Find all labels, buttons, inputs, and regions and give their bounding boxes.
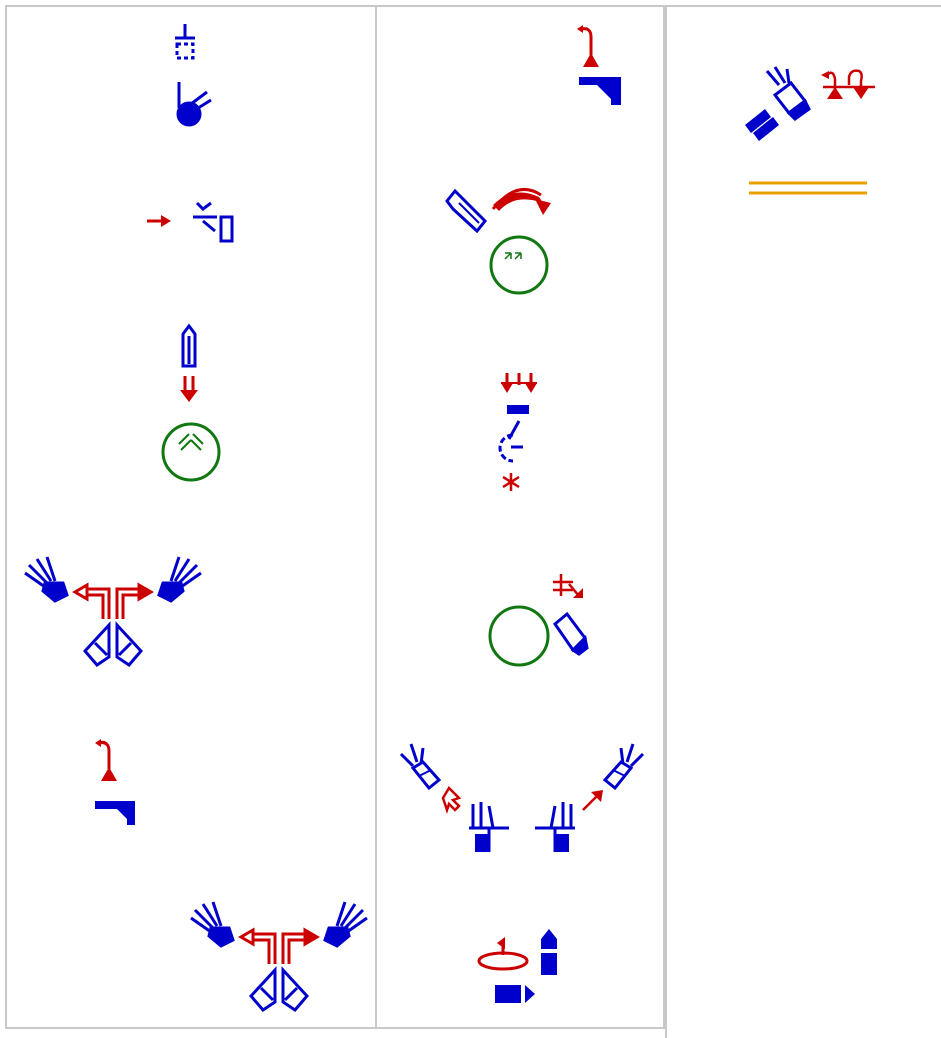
rotation-arrow-icon bbox=[477, 937, 529, 971]
column-1 bbox=[5, 5, 377, 1029]
movement-arrow-icon bbox=[577, 25, 599, 67]
contact-icon bbox=[175, 24, 195, 60]
handshape-icon bbox=[495, 929, 557, 1003]
hand-icon bbox=[190, 901, 235, 948]
column-3 bbox=[665, 5, 941, 1038]
sign-1-6[interactable] bbox=[189, 900, 369, 1020]
movement-arrow-icon bbox=[501, 373, 537, 393]
double-line-icon bbox=[749, 181, 867, 195]
handshape-icon bbox=[82, 621, 144, 667]
curved-arrow-icon bbox=[238, 927, 320, 964]
head-circle-icon bbox=[488, 605, 550, 667]
sign-2-3[interactable] bbox=[489, 369, 549, 499]
sign-1-2[interactable] bbox=[145, 197, 245, 247]
movement-arrow-icon bbox=[553, 574, 583, 598]
sign-2-5[interactable] bbox=[397, 740, 647, 860]
handshape-icon bbox=[579, 77, 621, 105]
hand-icon bbox=[157, 556, 202, 603]
sign-1-1[interactable] bbox=[165, 20, 215, 128]
hand-icon bbox=[323, 901, 368, 948]
handshape-icon bbox=[602, 743, 645, 791]
movement-arrow-icon bbox=[95, 739, 117, 781]
contact-star-icon bbox=[502, 473, 520, 491]
hand-icon bbox=[24, 556, 69, 603]
sign-3-1[interactable] bbox=[739, 65, 879, 145]
handshape-icon bbox=[498, 405, 529, 463]
head-circle-icon bbox=[161, 422, 221, 482]
handshape-icon bbox=[193, 201, 234, 243]
handshape-icon bbox=[176, 82, 212, 127]
curved-arrow-icon bbox=[72, 582, 154, 619]
handshape-icon bbox=[469, 802, 509, 852]
handshape-icon bbox=[535, 802, 575, 852]
sign-1-3[interactable] bbox=[157, 320, 227, 490]
movement-arrow-icon bbox=[582, 790, 603, 811]
handshape-icon bbox=[95, 801, 135, 825]
punctuation-separator bbox=[749, 181, 867, 195]
sign-1-5[interactable] bbox=[87, 739, 147, 829]
sign-2-2[interactable] bbox=[443, 177, 563, 297]
handshape-icon bbox=[552, 611, 589, 656]
movement-arrow-icon bbox=[147, 215, 171, 227]
movement-arrow-icon bbox=[441, 785, 462, 814]
handshape-icon bbox=[181, 323, 197, 368]
curved-arrow-icon bbox=[491, 187, 551, 215]
handshape-icon bbox=[445, 188, 488, 234]
sign-2-1[interactable] bbox=[569, 25, 629, 115]
handshape-icon bbox=[745, 66, 811, 141]
handshape-icon bbox=[399, 743, 442, 791]
handshape-icon bbox=[248, 966, 310, 1012]
column-2 bbox=[377, 5, 665, 1029]
sign-2-6[interactable] bbox=[473, 923, 573, 1013]
sign-2-4[interactable] bbox=[483, 570, 593, 670]
movement-arrow-icon bbox=[180, 376, 198, 402]
movement-arrow-icon bbox=[821, 69, 875, 99]
sign-1-4[interactable] bbox=[23, 555, 203, 675]
head-circle-icon bbox=[489, 235, 549, 295]
